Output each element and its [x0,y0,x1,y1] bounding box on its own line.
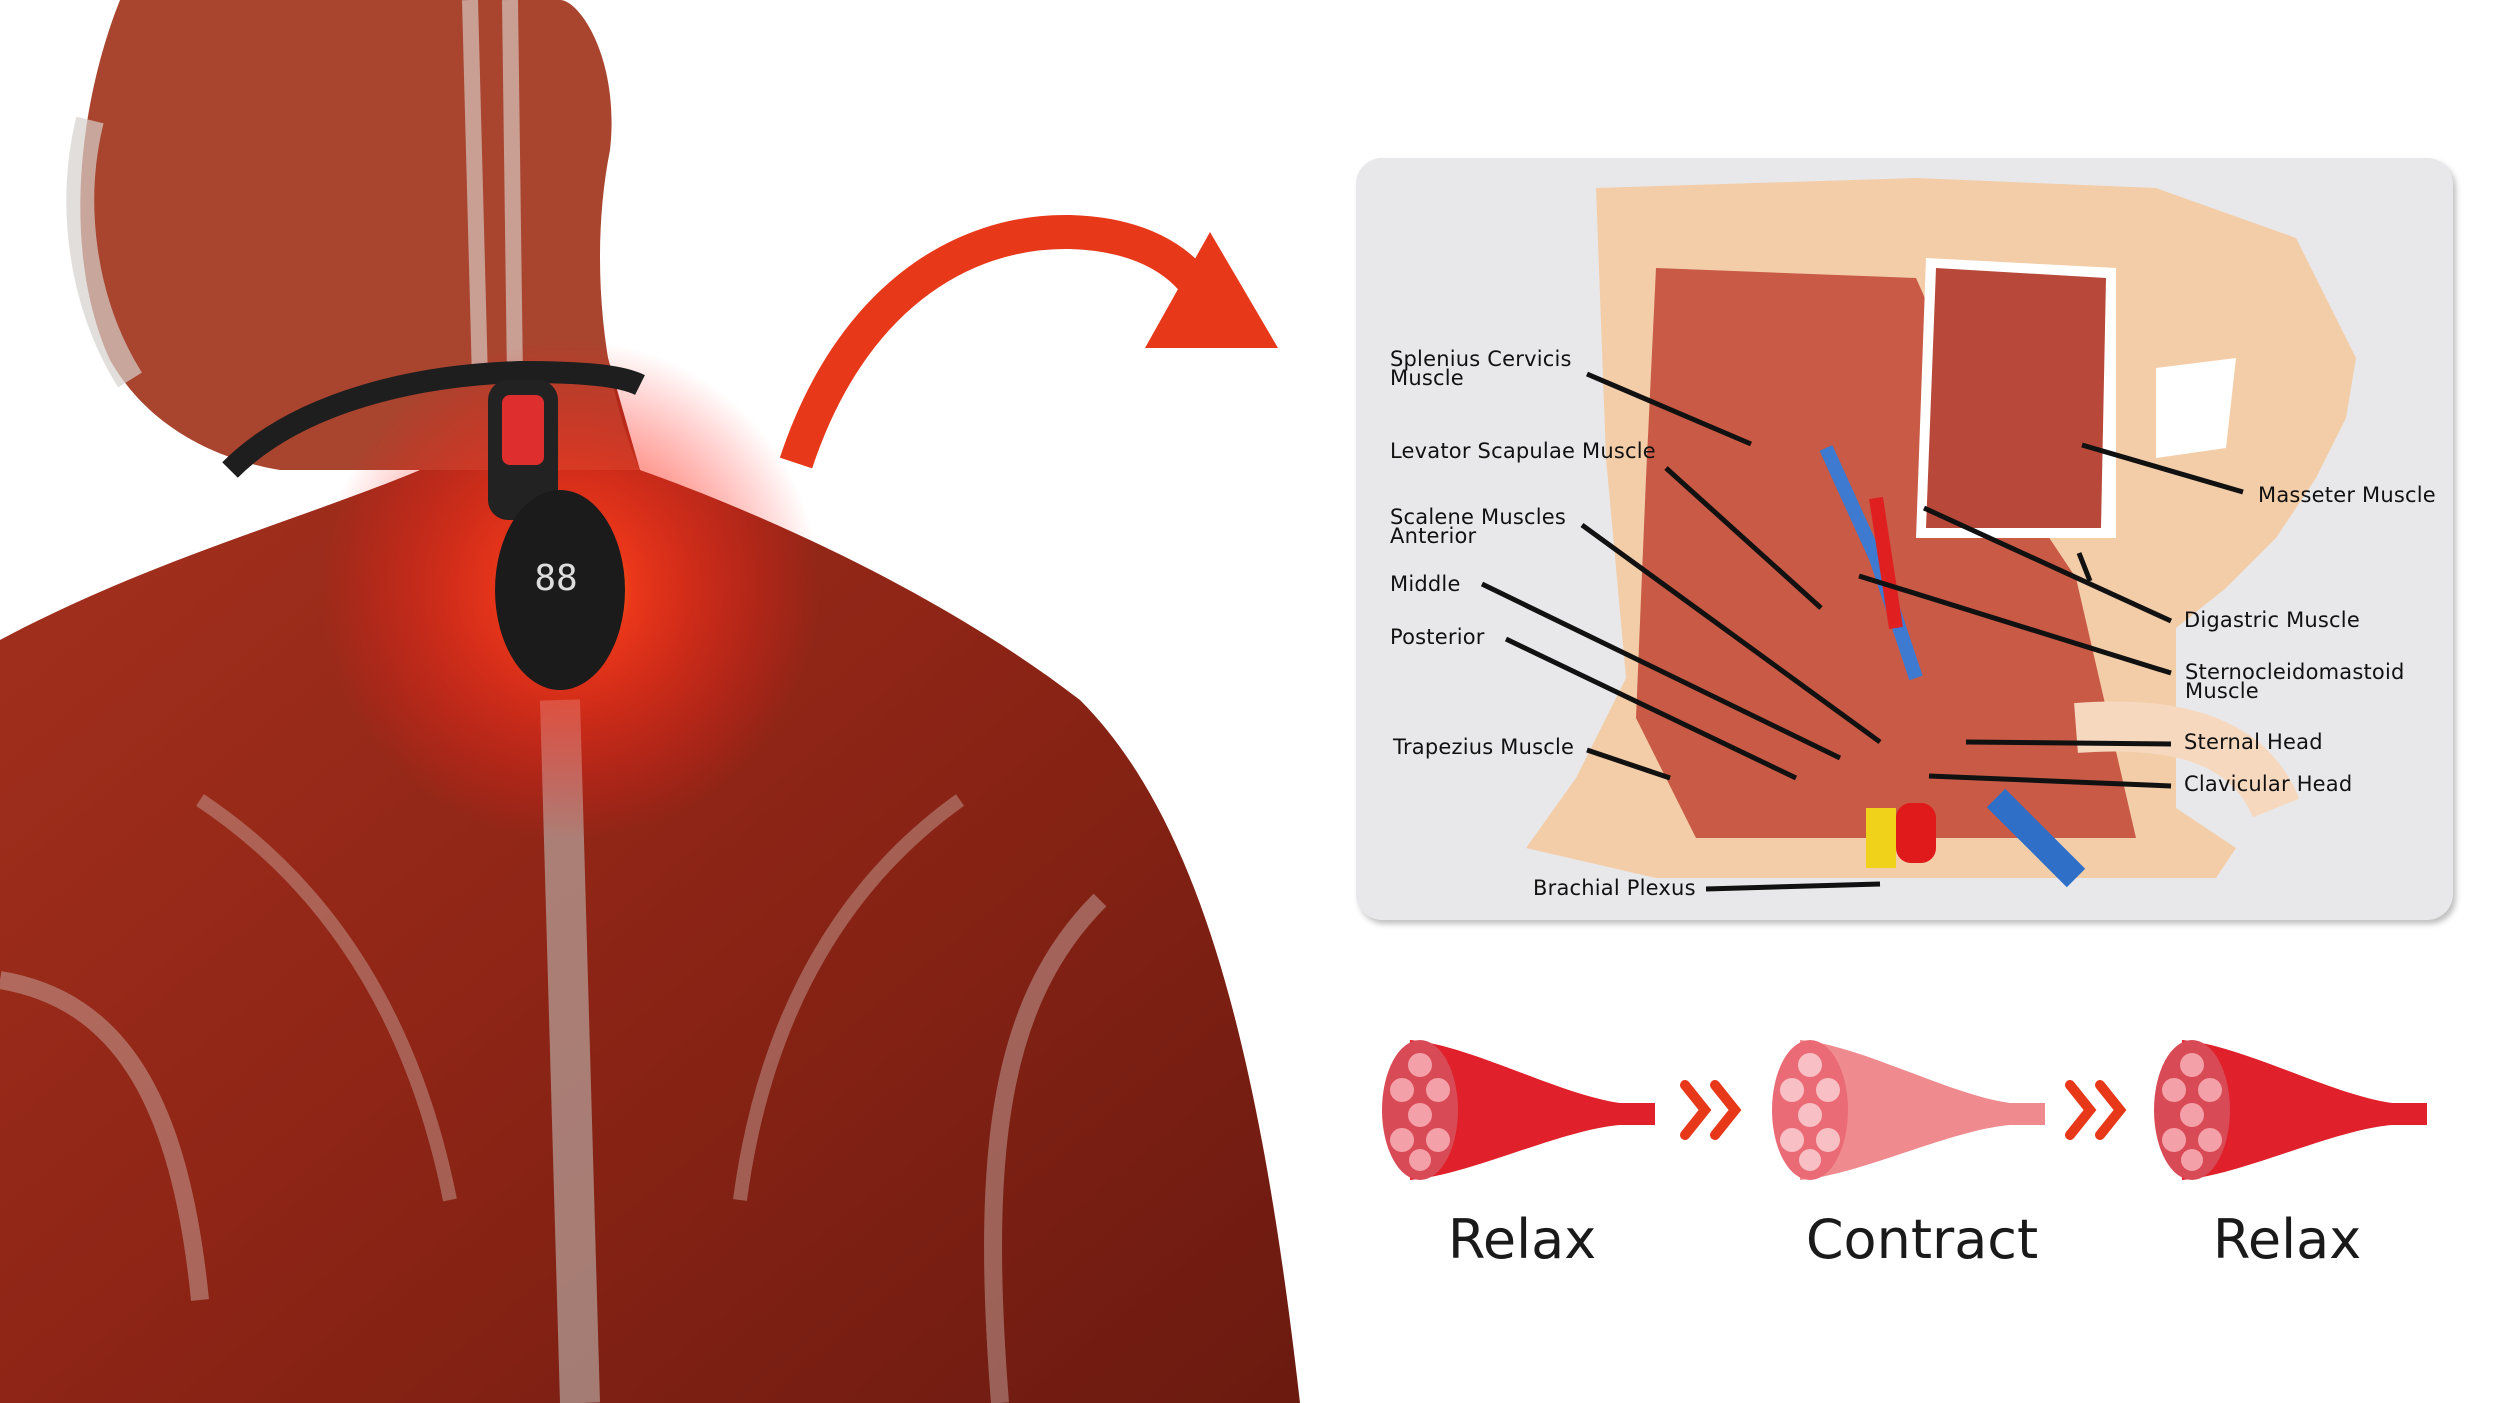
label-posterior: Posterior [1390,625,1485,649]
double-chevron-right-icon [2065,1080,2127,1140]
device-neckband [222,360,645,478]
muscle-contract-icon [1772,1040,2045,1180]
muscle-relax-icon [1382,1040,1655,1180]
label-clavicular-head: Clavicular Head [2184,772,2353,796]
label-sternal-head: Sternal Head [2184,730,2323,754]
label-line: Anterior [1390,524,1477,548]
double-chevron-right-icon [1680,1080,1742,1140]
stage-label-relax: Relax [2212,1208,2362,1271]
posture-device: 88 [495,490,625,690]
device-display: 88 [534,558,577,599]
stage-label-relax: Relax [1447,1208,1597,1271]
muscle-relax-icon [2154,1040,2427,1180]
label-line: Splenius Cervicis [1390,347,1572,371]
label-middle: Middle [1390,572,1461,596]
arrow-right-icon [779,214,1278,469]
label-line: Scalene Muscles [1390,505,1567,529]
label-line: Muscle [1390,366,1464,390]
label-masseter: Masseter Muscle [2258,483,2436,507]
label-levator-scapulae: Levator Scapulae Muscle [1390,439,1656,463]
stage-label-contract: Contract [1805,1208,2039,1271]
label-trapezius: Trapezius Muscle [1393,735,1575,759]
label-digastric: Digastric Muscle [2184,608,2360,632]
back-anatomy-illustration: 88 [0,0,1300,1403]
label-line: Sternocleidomastoid [2185,660,2405,684]
label-line: Muscle [2185,679,2259,703]
label-brachial-plexus: Brachial Plexus [1533,876,1696,900]
